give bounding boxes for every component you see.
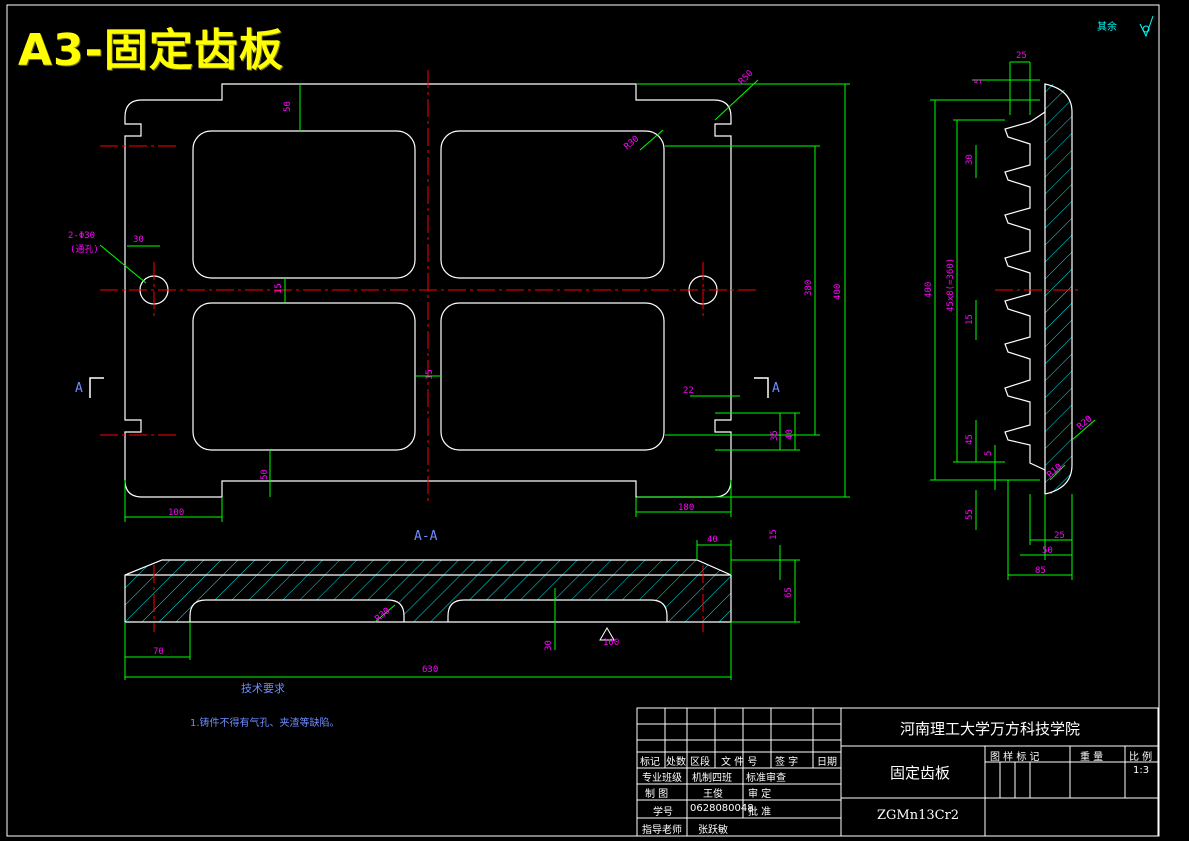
tb-standard-review: 标准审查 [746, 773, 786, 784]
material: ZGMn13Cr2 [877, 808, 960, 823]
roughness-symbol [599, 627, 615, 641]
tb-header-mark: 标记 [640, 757, 660, 768]
page-title: A3-固定齿板 [18, 25, 284, 76]
window-bottom-right [440, 302, 665, 451]
tb-weight: 重 量 [1080, 752, 1104, 763]
institution-name: 河南理工大学万方科技学院 [900, 720, 1081, 738]
side-dim-r20: R20 [1076, 414, 1095, 432]
window-bottom-left [192, 302, 416, 451]
side-dim-55: 55 [965, 509, 975, 520]
side-dim-85: 85 [1035, 566, 1046, 576]
dim-hole-note: (通孔) [70, 244, 99, 255]
side-dim-5: 5 [984, 451, 994, 456]
dim-400: 400 [833, 284, 843, 300]
tb-header-docno: 文 件 号 [721, 757, 758, 768]
dim-slot-40: 40 [785, 429, 795, 440]
tb-scale-label: 比 例 [1129, 752, 1153, 763]
dim-100: 100 [168, 508, 184, 518]
sheet-border [6, 4, 1160, 837]
tb-header-date: 日期 [817, 757, 837, 768]
notes-item-1: 1.铸件不得有气孔、夹渣等缺陷。 [190, 716, 340, 729]
dim-slot-35: 35 [770, 430, 780, 441]
window-top-left [192, 130, 416, 279]
tb-header-count: 处数 [666, 757, 686, 768]
section-dimension-lines [124, 540, 800, 680]
tb-header-sign: 签 字 [775, 757, 799, 768]
section-marker-right [754, 377, 769, 398]
section-dim-30: 30 [544, 640, 554, 651]
side-dim-15: 15 [965, 314, 975, 325]
side-view: 25 5 400 45x8(=360) 30 15 45 5 55 25 50 … [924, 51, 1096, 580]
notes-heading: 技术要求 [241, 682, 285, 695]
section-roughness-100: 100 [603, 638, 619, 648]
plate-outline [124, 83, 732, 498]
side-dim-45x8: 45x8(=360) [946, 258, 956, 312]
section-centerlines [153, 565, 704, 632]
roughness-check-icon [1139, 15, 1154, 38]
window-top-right [440, 130, 665, 279]
dim-380: 380 [804, 280, 814, 296]
plan-dimension-lines [99, 79, 850, 522]
side-profile [1004, 83, 1073, 495]
tb-scale-value: 1:3 [1133, 765, 1150, 776]
dim-slot-22: 22 [683, 386, 694, 396]
side-dim-45: 45 [965, 434, 975, 445]
section-dim-40: 40 [707, 535, 718, 545]
title-block-grid [636, 707, 1159, 837]
tb-approve-label: 审 定 [748, 789, 772, 800]
dim-180: 180 [678, 503, 694, 513]
section-view: 40 15 65 R30 30 100 70 630 [124, 529, 800, 680]
part-name: 固定齿板 [890, 764, 951, 782]
section-label-right: A [772, 381, 780, 396]
tb-drawing-mark: 图 样 标 记 [990, 752, 1040, 763]
side-hatch [1045, 84, 1072, 494]
section-dim-15: 15 [769, 529, 779, 540]
tb-advisor-label: 指导老师 [642, 825, 682, 836]
tb-major-value: 机制四班 [692, 773, 732, 784]
tb-draw-label: 制 图 [645, 789, 669, 800]
side-dim-400: 400 [924, 282, 934, 298]
tb-id-label: 学号 [653, 807, 673, 818]
section-label-left: A [75, 381, 83, 396]
surface-note: 其余 [1097, 20, 1117, 33]
side-dimension-lines [930, 61, 1096, 580]
dim-hole-spec: 2-Φ30 [68, 231, 95, 241]
tb-ratify-label: 批 准 [748, 807, 772, 818]
plan-view: 50 R50 R30 30 15 15 380 400 50 100 180 2… [68, 69, 850, 544]
tb-major-label: 专业班级 [642, 773, 682, 784]
dim-r30: R30 [623, 134, 642, 152]
tb-advisor-value: 张跃敏 [698, 825, 728, 836]
section-dim-65: 65 [784, 587, 794, 598]
tb-draw-value: 王俊 [703, 789, 723, 800]
tb-id-value: 0628080048 [690, 803, 754, 814]
roughness-circle-icon [1142, 25, 1150, 33]
dim-hole-offset: 30 [133, 235, 144, 245]
dim-top-offset: 50 [283, 101, 293, 112]
dim-rib-h: 15 [425, 369, 435, 380]
side-dim-5-top: 5 [974, 79, 984, 84]
section-dim-630: 630 [422, 665, 438, 675]
tb-header-zone: 区段 [690, 757, 710, 768]
section-dim-70: 70 [153, 647, 164, 657]
dim-rib-v: 15 [274, 283, 284, 294]
side-dim-25-top: 25 [1016, 51, 1027, 61]
dim-bottom-offset: 50 [260, 469, 270, 480]
section-hatch [124, 559, 732, 623]
side-dim-25-bottom: 25 [1054, 531, 1065, 541]
section-title: A-A [414, 529, 438, 544]
section-marker-left [89, 377, 104, 398]
side-dim-30: 30 [965, 154, 975, 165]
side-dim-50: 50 [1042, 546, 1053, 556]
